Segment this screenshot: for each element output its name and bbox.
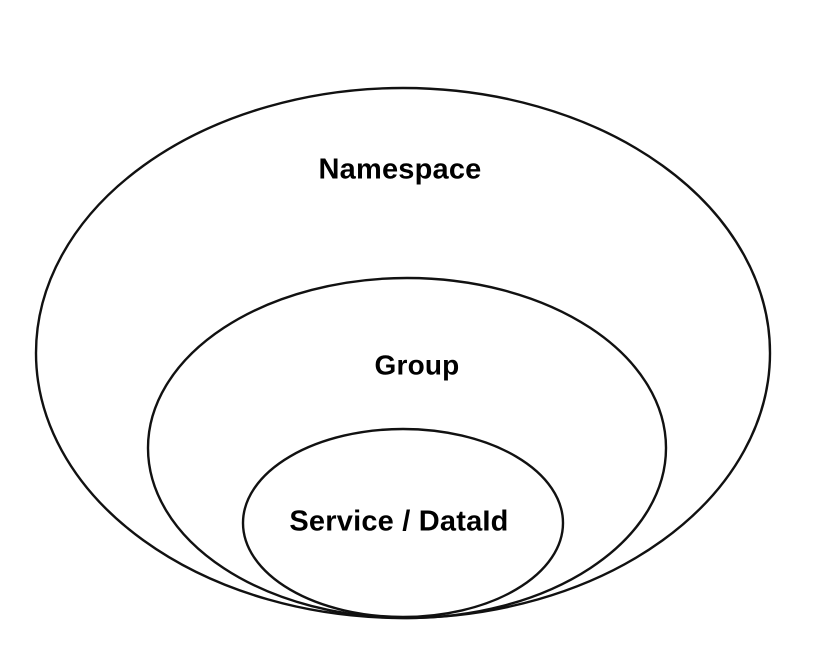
label-group: Group [375,349,460,380]
label-namespace: Namespace [318,154,481,186]
label-service-dataid: Service / DataId [289,506,508,538]
ellipse-service-dataid[interactable] [243,429,563,617]
